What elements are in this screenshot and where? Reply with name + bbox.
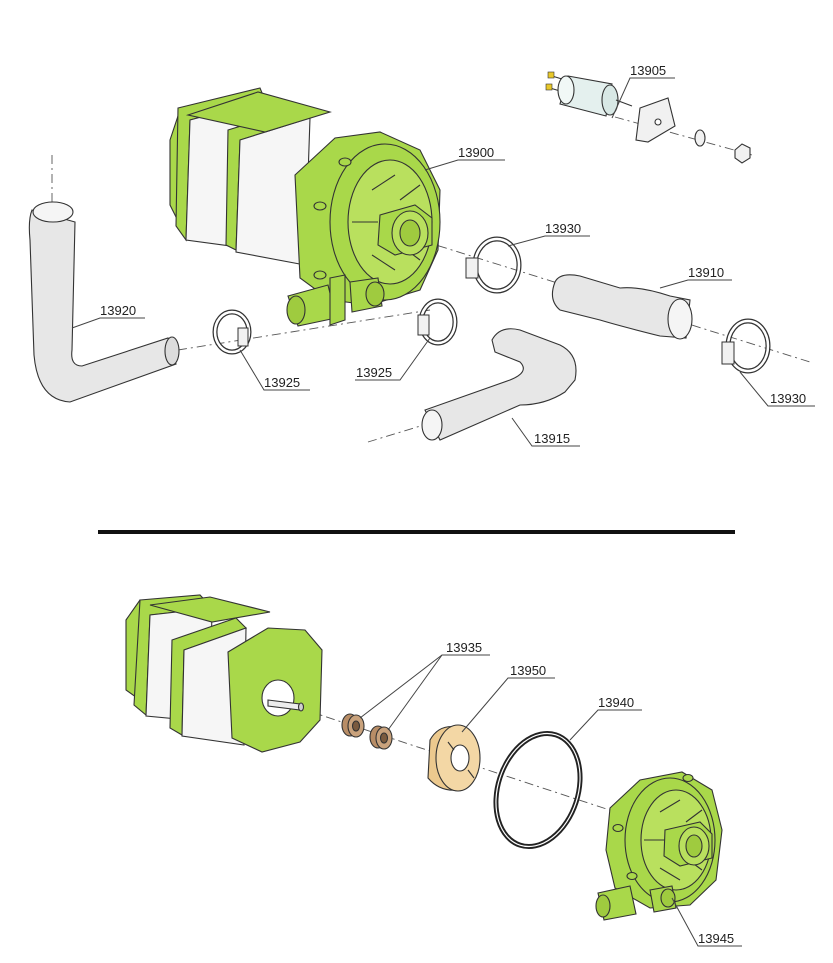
leader-lines-bottom [359,654,742,947]
clamp-top [465,236,522,294]
label-pump-assembly: 13900 [458,145,494,160]
hose-curved [421,328,577,441]
label-clamp-top: 13930 [545,221,581,236]
label-hose-curved: 13915 [534,431,570,446]
nut [734,143,751,164]
hose-straight [551,274,693,340]
bearings [341,713,393,750]
capacitor [545,71,751,164]
label-oring: 13940 [598,695,634,710]
label-bearings: 13935 [446,640,482,655]
flange [427,724,481,792]
label-clamp-left: 13925 [264,375,300,390]
motor-top-band [185,91,332,133]
clamp-mid [417,298,458,346]
part-labels-top: 13905 13900 13930 13910 13920 13925 1392… [100,63,806,446]
part-labels-bottom: 13935 13950 13940 13945 [446,640,734,946]
oring [493,730,583,850]
clamp-left [212,309,252,355]
label-hose-l-left: 13920 [100,303,136,318]
clamp-right [721,318,771,374]
label-pump-housing: 13945 [698,931,734,946]
label-capacitor: 13905 [630,63,666,78]
leader-lines-top [71,77,815,447]
label-hose-straight: 13910 [688,265,724,280]
motor-bottom [125,594,323,753]
hose-l-left [28,201,180,403]
label-flange: 13950 [510,663,546,678]
label-clamp-right: 13930 [770,391,806,406]
label-clamp-mid: 13925 [356,365,392,380]
pump-motor-top [169,87,441,327]
washer [694,129,706,147]
pump-housing [595,771,723,921]
